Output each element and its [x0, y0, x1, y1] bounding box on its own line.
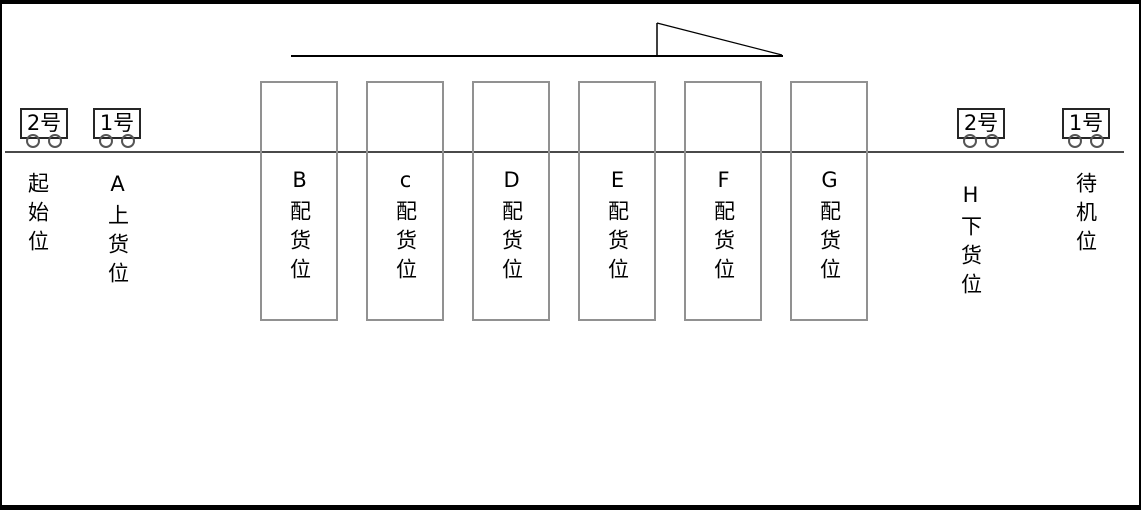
wheel-icon: [26, 134, 40, 148]
wheel-icon: [48, 134, 62, 148]
flag-diagonal-line: [656, 22, 783, 56]
cart-right-2: 2号: [957, 108, 1005, 148]
station-label-b: B配货位: [287, 168, 312, 287]
station-label-g: G配货位: [817, 168, 842, 287]
wheel-icon: [1068, 134, 1082, 148]
wheel-icon: [121, 134, 135, 148]
station-name: 配货位: [393, 200, 418, 287]
wheel-icon: [963, 134, 977, 148]
station-label-start: 起始位: [25, 172, 50, 259]
wheel-icon: [1090, 134, 1104, 148]
station-box-b: [260, 81, 338, 321]
station-label-standby: 待机位: [1073, 172, 1098, 259]
station-label-h: H下货位: [958, 183, 983, 302]
cart-label: 2号: [26, 111, 62, 135]
station-letter: B: [287, 168, 312, 200]
station-name: 配货位: [711, 200, 736, 287]
station-letter: A: [105, 172, 130, 204]
cart-right-1: 1号: [1062, 108, 1110, 148]
station-name: 配货位: [817, 200, 842, 287]
station-letter: E: [605, 168, 630, 200]
station-letter: H: [958, 183, 983, 215]
wheel-icon: [985, 134, 999, 148]
station-label-a: A上货位: [105, 172, 130, 291]
station-box-g: [790, 81, 868, 321]
station-label-e: E配货位: [605, 168, 630, 287]
station-box-e: [578, 81, 656, 321]
station-letter: c: [393, 168, 418, 200]
station-box-f: [684, 81, 762, 321]
station-letter: G: [817, 168, 842, 200]
station-label-d: D配货位: [499, 168, 524, 287]
station-name: 配货位: [499, 200, 524, 287]
station-label-f: F配货位: [711, 168, 736, 287]
cart-left-1: 1号: [93, 108, 141, 148]
station-name: 下货位: [958, 215, 983, 302]
cart-label: 1号: [99, 111, 135, 135]
station-name: 配货位: [605, 200, 630, 287]
cart-label: 2号: [963, 111, 999, 135]
station-box-c: [366, 81, 444, 321]
station-letter: F: [711, 168, 736, 200]
station-label-c: c配货位: [393, 168, 418, 287]
cart-label: 1号: [1068, 111, 1104, 135]
station-name: 配货位: [287, 200, 312, 287]
station-box-d: [472, 81, 550, 321]
cart-left-2: 2号: [20, 108, 68, 148]
station-name: 上货位: [105, 204, 130, 291]
station-name: 待机位: [1073, 172, 1098, 259]
station-name: 起始位: [25, 172, 50, 259]
wheel-icon: [99, 134, 113, 148]
station-letter: D: [499, 168, 524, 200]
